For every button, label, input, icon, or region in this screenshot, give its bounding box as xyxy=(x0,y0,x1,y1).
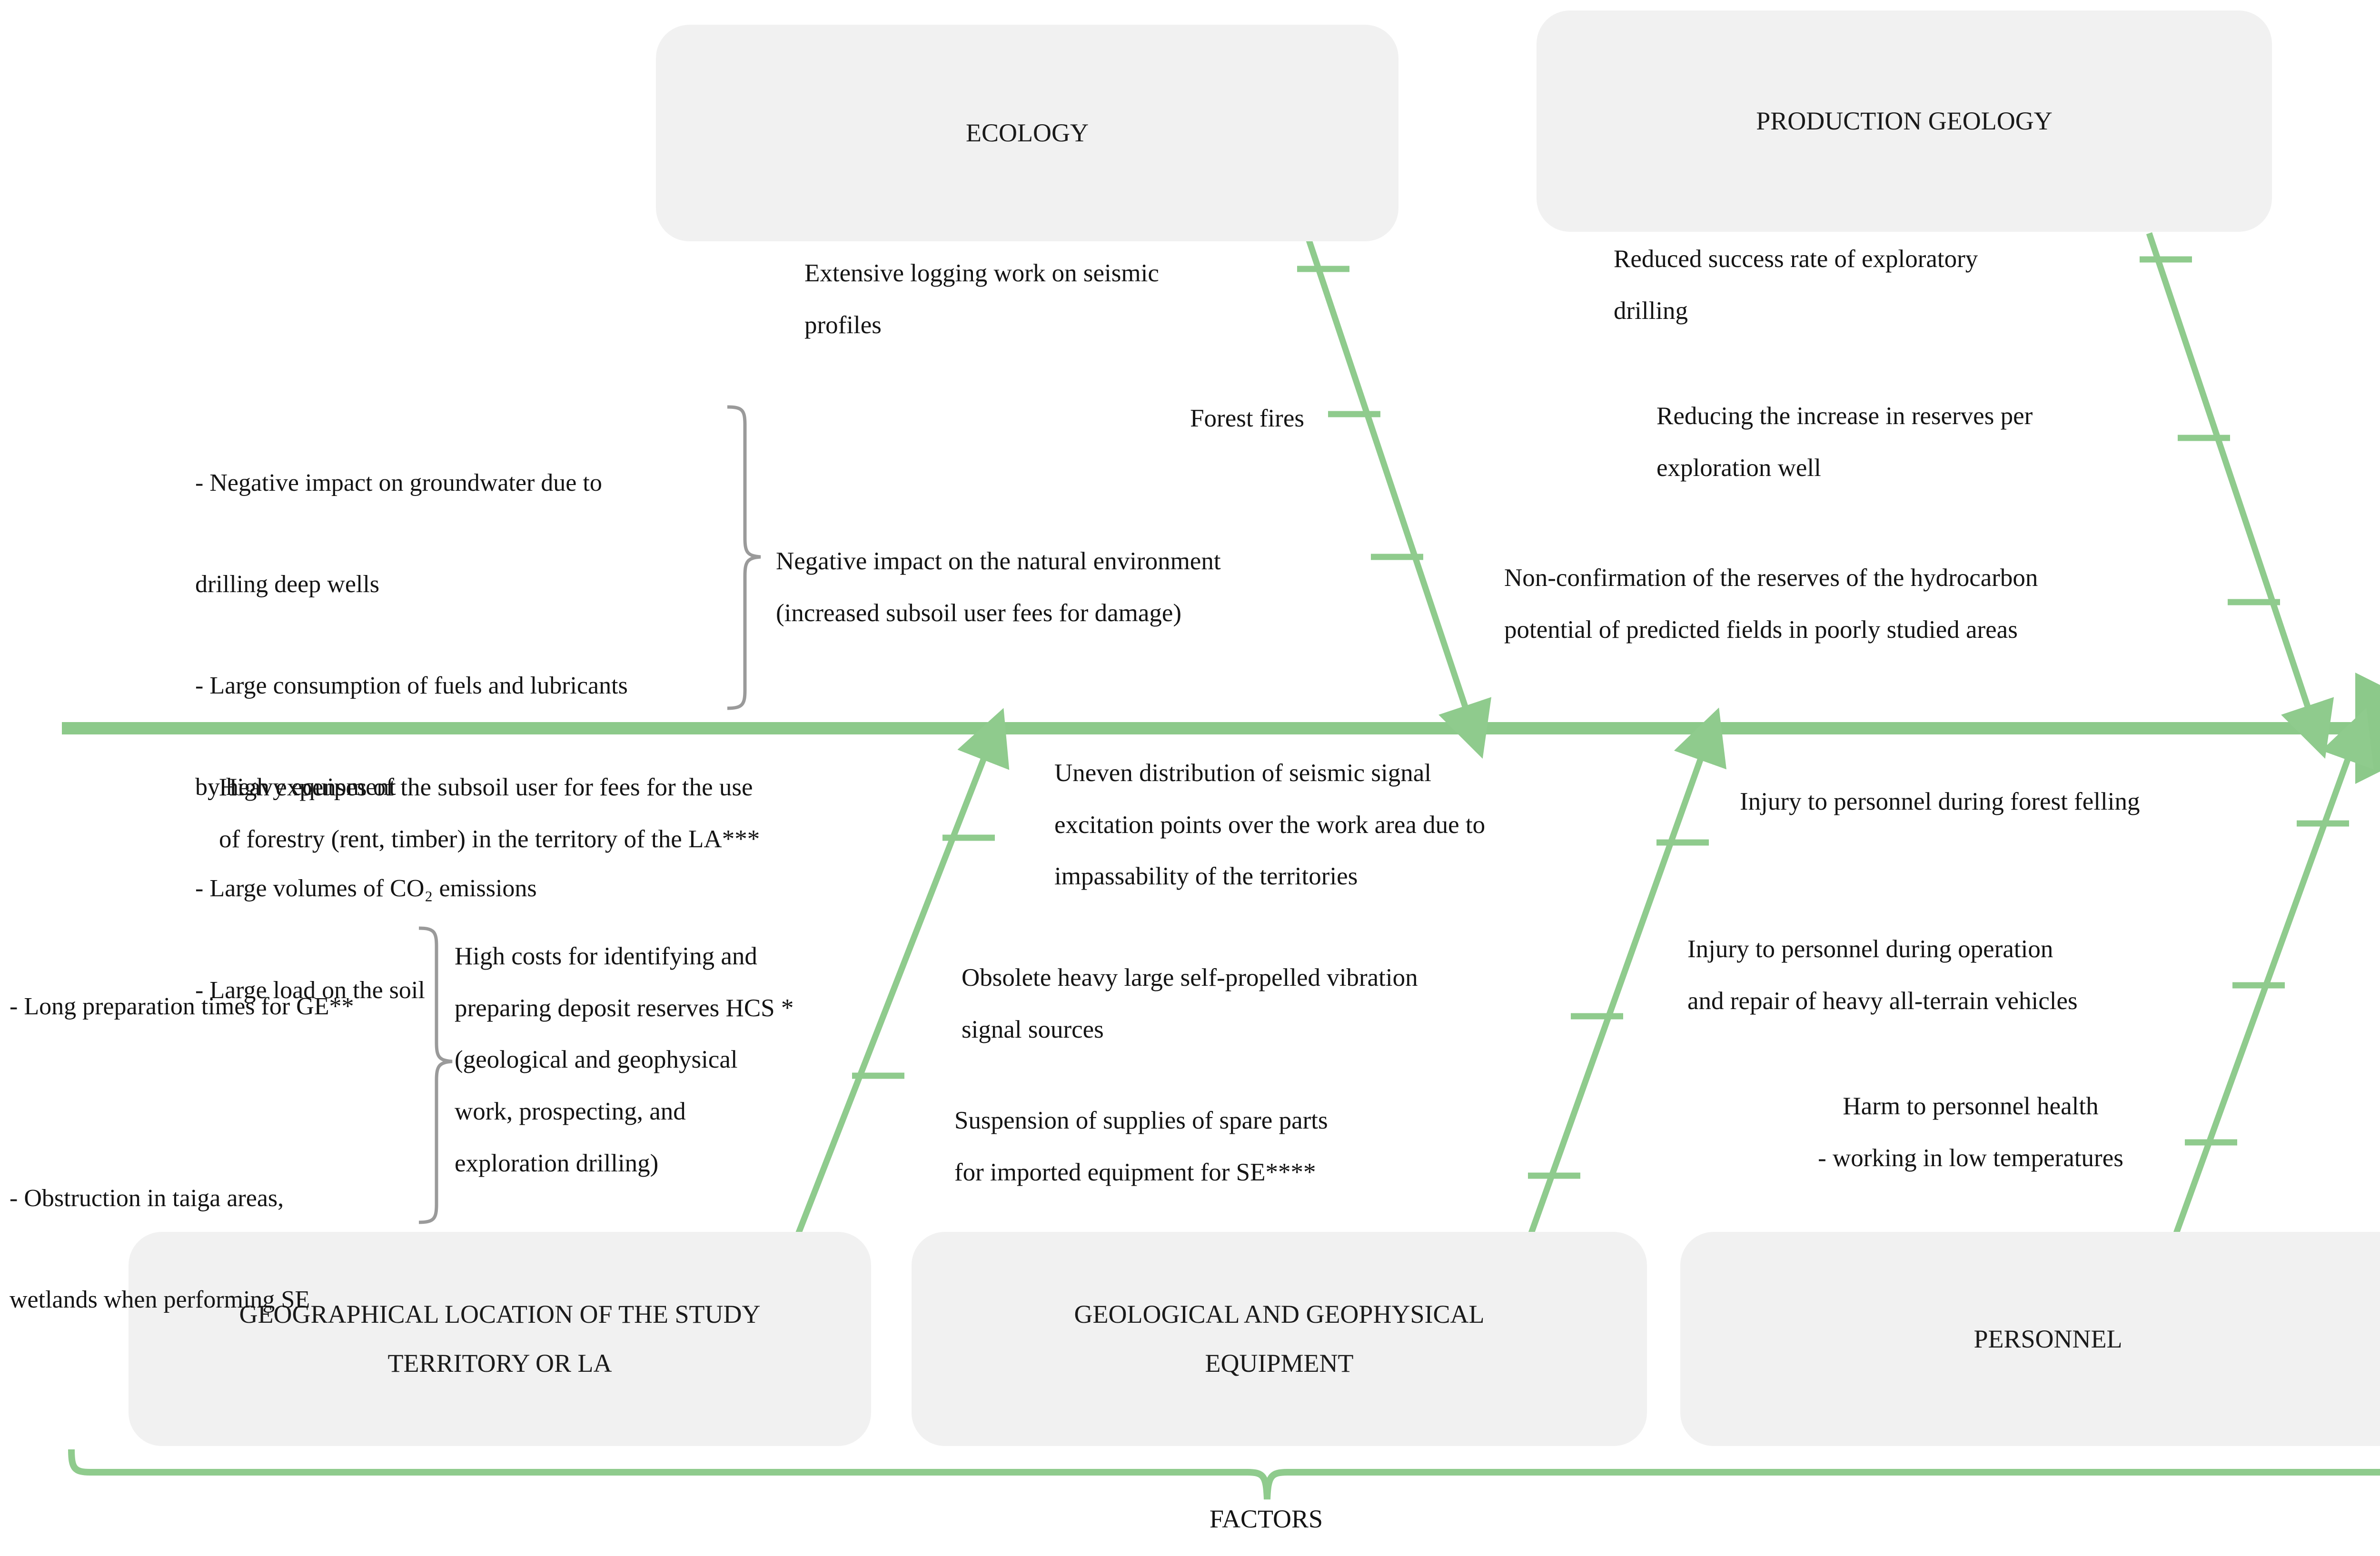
cause-geographical-location-2: High costs for identifying and preparing… xyxy=(455,942,794,1177)
category-label-personnel: PERSONNEL xyxy=(1973,1324,2122,1353)
subitem-ecology-6: - Large load on the soil xyxy=(195,976,425,1004)
brace-ecology-subitems xyxy=(727,405,761,710)
subitems-ecology: - Negative impact on groundwater due to … xyxy=(195,407,728,1067)
subitem-geoloc-2: - Obstruction in taiga areas, xyxy=(10,1184,284,1212)
cause-ecology-1: Extensive logging work on seismic profil… xyxy=(804,259,1159,339)
category-box-production-geology[interactable]: PRODUCTION GEOLOGY xyxy=(1537,10,2272,232)
category-box-ecology[interactable]: ECOLOGY xyxy=(656,25,1398,241)
subitem-geoloc-1: - Long preparation times for GE** xyxy=(10,992,354,1020)
subitem-ecology-2: drilling deep wells xyxy=(195,570,380,598)
brace-factors xyxy=(68,1449,2380,1500)
cause-geographical-location-1: High expenses of the subsoil user for fe… xyxy=(219,773,760,853)
cause-equipment-3: Suspension of supplies of spare parts fo… xyxy=(954,1107,1328,1186)
axis-label-factors: FACTORS xyxy=(1209,1505,1323,1533)
category-label-production-geology: PRODUCTION GEOLOGY xyxy=(1756,107,2053,136)
cause-production-geology-3: Non-confirmation of the reserves of the … xyxy=(1504,564,2038,644)
subitem-ecology-5: - Large volumes of CO₂ emissions xyxy=(195,875,537,902)
category-label-geographical-location: GEOGRAPHICAL LOCATION OF THE STUDY TERRI… xyxy=(239,1300,761,1378)
subitem-geoloc-3: wetlands when performing SE xyxy=(10,1286,310,1313)
category-label-geological-geophysical-equipment: GEOLOGICAL AND GEOPHYSICAL EQUIPMENT xyxy=(1074,1300,1485,1378)
cause-equipment-2: Obsolete heavy large self-propelled vibr… xyxy=(962,964,1418,1043)
subitem-ecology-1: - Negative impact on groundwater due to xyxy=(195,469,602,496)
cause-equipment-1: Uneven distribution of seismic signal ex… xyxy=(1054,759,1486,891)
category-box-personnel[interactable]: PERSONNEL xyxy=(1680,1232,2380,1446)
category-box-geological-geophysical-equipment[interactable]: GEOLOGICAL AND GEOPHYSICAL EQUIPMENT xyxy=(912,1232,1647,1446)
cause-production-geology-1: Reduced success rate of exploratory dril… xyxy=(1614,245,1978,325)
cause-production-geology-2: Reducing the increase in reserves per ex… xyxy=(1656,402,2033,482)
cause-personnel-2: Injury to personnel during operation and… xyxy=(1687,935,2078,1015)
cause-ecology-3: Negative impact on the natural environme… xyxy=(776,547,1221,627)
category-label-ecology: ECOLOGY xyxy=(966,119,1089,148)
subitem-ecology-3: - Large consumption of fuels and lubrica… xyxy=(195,672,628,699)
cause-personnel-3: Harm to personnel health - working in lo… xyxy=(1818,1092,2123,1172)
subitem-ecology-4: by heavy equipment xyxy=(195,773,396,801)
category-box-geographical-location[interactable]: GEOGRAPHICAL LOCATION OF THE STUDY TERRI… xyxy=(129,1232,871,1446)
cause-personnel-1: Injury to personnel during forest fellin… xyxy=(1740,788,2140,815)
bone-ecology xyxy=(1297,232,1492,759)
subitems-geographical-location: - Long preparation times for GE** - Obst… xyxy=(10,931,419,1376)
cause-ecology-2: Forest fires xyxy=(1190,405,1304,432)
